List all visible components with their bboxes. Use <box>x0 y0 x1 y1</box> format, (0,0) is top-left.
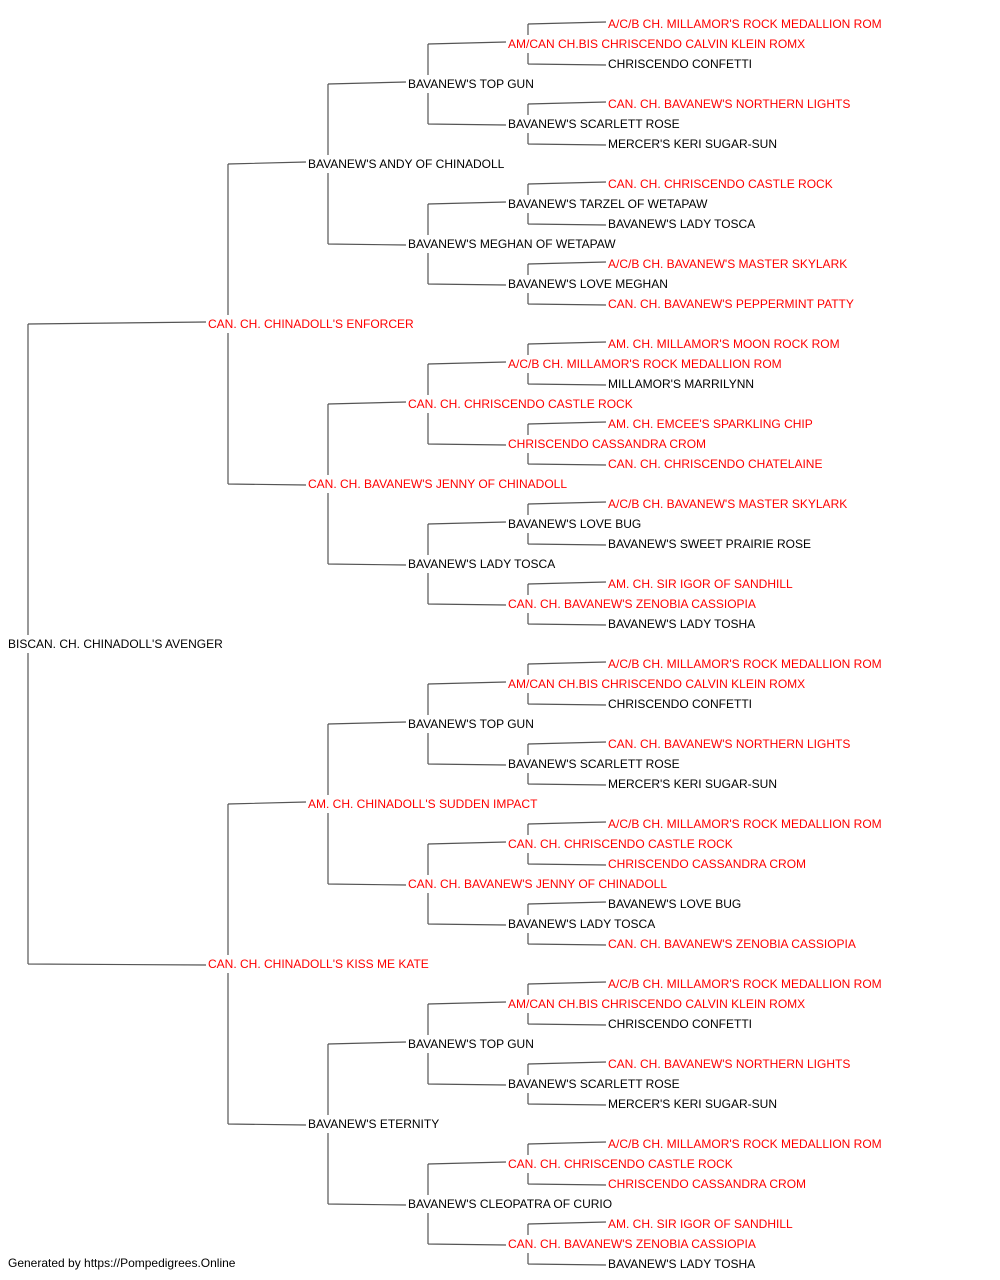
dog-name-gen5: BAVANEW'S LOVE BUG <box>608 897 741 911</box>
dog-name-gen4: CAN. CH. BAVANEW'S ZENOBIA CASSIOPIA <box>508 1237 756 1251</box>
dog-name-gen4: A/C/B CH. MILLAMOR'S ROCK MEDALLION ROM <box>508 357 782 371</box>
connector-gen4 <box>527 661 607 706</box>
dog-name-gen5: AM. CH. SIR IGOR OF SANDHILL <box>608 577 793 591</box>
dog-name-gen3: BAVANEW'S TOP GUN <box>408 717 534 731</box>
connector-gen4 <box>527 981 607 1026</box>
dog-name-gen3: BAVANEW'S LADY TOSCA <box>408 557 555 571</box>
connector-gen3 <box>427 1001 507 1086</box>
dog-name-gen5: AM. CH. SIR IGOR OF SANDHILL <box>608 1217 793 1231</box>
dog-name-gen5: CHRISCENDO CASSANDRA CROM <box>608 1177 806 1191</box>
dog-name-gen5: MILLAMOR'S MARRILYNN <box>608 377 754 391</box>
dog-name-gen4: CHRISCENDO CASSANDRA CROM <box>508 437 706 451</box>
dog-name-gen5: A/C/B CH. MILLAMOR'S ROCK MEDALLION ROM <box>608 817 882 831</box>
dog-name-gen5: MERCER'S KERI SUGAR-SUN <box>608 777 777 791</box>
dog-name-gen3: BAVANEW'S TOP GUN <box>408 77 534 91</box>
dog-name-gen5: AM. CH. EMCEE'S SPARKLING CHIP <box>608 417 813 431</box>
dog-name-gen5: BAVANEW'S LADY TOSCA <box>608 217 755 231</box>
connector-gen4 <box>527 1061 607 1106</box>
dog-name-gen2: CAN. CH. BAVANEW'S JENNY OF CHINADOLL <box>308 477 567 491</box>
pedigree-names: BISCAN. CH. CHINADOLL'S AVENGER CAN. CH. … <box>8 17 882 1271</box>
dog-name-gen5: CAN. CH. BAVANEW'S NORTHERN LIGHTS <box>608 1057 850 1071</box>
connector-gen2 <box>327 1041 407 1206</box>
connector-gen3 <box>427 521 507 606</box>
dog-name-gen0: BISCAN. CH. CHINADOLL'S AVENGER <box>8 637 223 651</box>
dog-name-gen5: A/C/B CH. MILLAMOR'S ROCK MEDALLION ROM <box>608 17 882 31</box>
connector-gen0 <box>27 321 207 966</box>
dog-name-gen3: BAVANEW'S CLEOPATRA OF CURIO <box>408 1197 612 1211</box>
dog-name-gen4: BAVANEW'S LADY TOSCA <box>508 917 655 931</box>
dog-name-gen5: MERCER'S KERI SUGAR-SUN <box>608 137 777 151</box>
connector-gen4 <box>527 581 607 626</box>
dog-name-gen5: CAN. CH. BAVANEW'S NORTHERN LIGHTS <box>608 97 850 111</box>
connector-gen4 <box>527 501 607 546</box>
connector-gen4 <box>527 101 607 146</box>
connector-lines <box>27 21 607 1266</box>
dog-name-gen5: CAN. CH. CHRISCENDO CHATELAINE <box>608 457 822 471</box>
connector-gen4 <box>527 21 607 66</box>
dog-name-gen5: CHRISCENDO CONFETTI <box>608 1017 752 1031</box>
connector-gen4 <box>527 741 607 786</box>
connector-gen1 <box>227 801 307 1126</box>
dog-name-gen4: BAVANEW'S SCARLETT ROSE <box>508 117 680 131</box>
connector-gen1 <box>227 161 307 486</box>
dog-name-gen4: CAN. CH. BAVANEW'S ZENOBIA CASSIOPIA <box>508 597 756 611</box>
dog-name-gen4: BAVANEW'S TARZEL OF WETAPAW <box>508 197 708 211</box>
dog-name-gen5: A/C/B CH. MILLAMOR'S ROCK MEDALLION ROM <box>608 1137 882 1151</box>
dog-name-gen4: BAVANEW'S LOVE MEGHAN <box>508 277 668 291</box>
dog-name-gen5: A/C/B CH. MILLAMOR'S ROCK MEDALLION ROM <box>608 977 882 991</box>
connector-gen4 <box>527 901 607 946</box>
dog-name-gen5: CAN. CH. CHRISCENDO CASTLE ROCK <box>608 177 833 191</box>
connector-gen4 <box>527 181 607 226</box>
dog-name-gen5: BAVANEW'S SWEET PRAIRIE ROSE <box>608 537 811 551</box>
connector-gen3 <box>427 361 507 446</box>
dog-name-gen1: CAN. CH. CHINADOLL'S ENFORCER <box>208 317 414 331</box>
dog-name-gen5: BAVANEW'S LADY TOSHA <box>608 1257 755 1271</box>
connector-gen3 <box>427 681 507 766</box>
connector-gen2 <box>327 81 407 246</box>
dog-name-gen2: BAVANEW'S ANDY OF CHINADOLL <box>308 157 505 171</box>
dog-name-gen5: CHRISCENDO CONFETTI <box>608 697 752 711</box>
dog-name-gen5: CAN. CH. BAVANEW'S PEPPERMINT PATTY <box>608 297 854 311</box>
dog-name-gen2: BAVANEW'S ETERNITY <box>308 1117 439 1131</box>
dog-name-gen4: AM/CAN CH.BIS CHRISCENDO CALVIN KLEIN RO… <box>508 997 805 1011</box>
dog-name-gen5: CAN. CH. BAVANEW'S ZENOBIA CASSIOPIA <box>608 937 856 951</box>
connector-gen3 <box>427 41 507 126</box>
dog-name-gen4: BAVANEW'S SCARLETT ROSE <box>508 1077 680 1091</box>
dog-name-gen5: CAN. CH. BAVANEW'S NORTHERN LIGHTS <box>608 737 850 751</box>
dog-name-gen4: BAVANEW'S SCARLETT ROSE <box>508 757 680 771</box>
dog-name-gen4: AM/CAN CH.BIS CHRISCENDO CALVIN KLEIN RO… <box>508 37 805 51</box>
dog-name-gen2: AM. CH. CHINADOLL'S SUDDEN IMPACT <box>308 797 538 811</box>
dog-name-gen3: CAN. CH. CHRISCENDO CASTLE ROCK <box>408 397 633 411</box>
dog-name-gen5: AM. CH. MILLAMOR'S MOON ROCK ROM <box>608 337 840 351</box>
dog-name-gen5: CHRISCENDO CONFETTI <box>608 57 752 71</box>
dog-name-gen5: A/C/B CH. BAVANEW'S MASTER SKYLARK <box>608 497 847 511</box>
dog-name-gen5: CHRISCENDO CASSANDRA CROM <box>608 857 806 871</box>
dog-name-gen1: CAN. CH. CHINADOLL'S KISS ME KATE <box>208 957 429 971</box>
connector-gen3 <box>427 201 507 286</box>
dog-name-gen3: CAN. CH. BAVANEW'S JENNY OF CHINADOLL <box>408 877 667 891</box>
connector-gen3 <box>427 841 507 926</box>
connector-gen4 <box>527 821 607 866</box>
dog-name-gen5: MERCER'S KERI SUGAR-SUN <box>608 1097 777 1111</box>
connector-gen2 <box>327 401 407 566</box>
connector-gen4 <box>527 261 607 306</box>
connector-gen3 <box>427 1161 507 1246</box>
dog-name-gen4: CAN. CH. CHRISCENDO CASTLE ROCK <box>508 1157 733 1171</box>
connector-gen4 <box>527 421 607 466</box>
footer-credit: Generated by https://Pompedigrees.Online <box>8 1256 236 1270</box>
dog-name-gen4: BAVANEW'S LOVE BUG <box>508 517 641 531</box>
dog-name-gen5: A/C/B CH. MILLAMOR'S ROCK MEDALLION ROM <box>608 657 882 671</box>
dog-name-gen3: BAVANEW'S MEGHAN OF WETAPAW <box>408 237 616 251</box>
connector-gen4 <box>527 1221 607 1266</box>
dog-name-gen5: A/C/B CH. BAVANEW'S MASTER SKYLARK <box>608 257 847 271</box>
dog-name-gen5: BAVANEW'S LADY TOSHA <box>608 617 755 631</box>
dog-name-gen4: CAN. CH. CHRISCENDO CASTLE ROCK <box>508 837 733 851</box>
connector-gen2 <box>327 721 407 886</box>
connector-gen4 <box>527 341 607 386</box>
dog-name-gen4: AM/CAN CH.BIS CHRISCENDO CALVIN KLEIN RO… <box>508 677 805 691</box>
dog-name-gen3: BAVANEW'S TOP GUN <box>408 1037 534 1051</box>
connector-gen4 <box>527 1141 607 1186</box>
